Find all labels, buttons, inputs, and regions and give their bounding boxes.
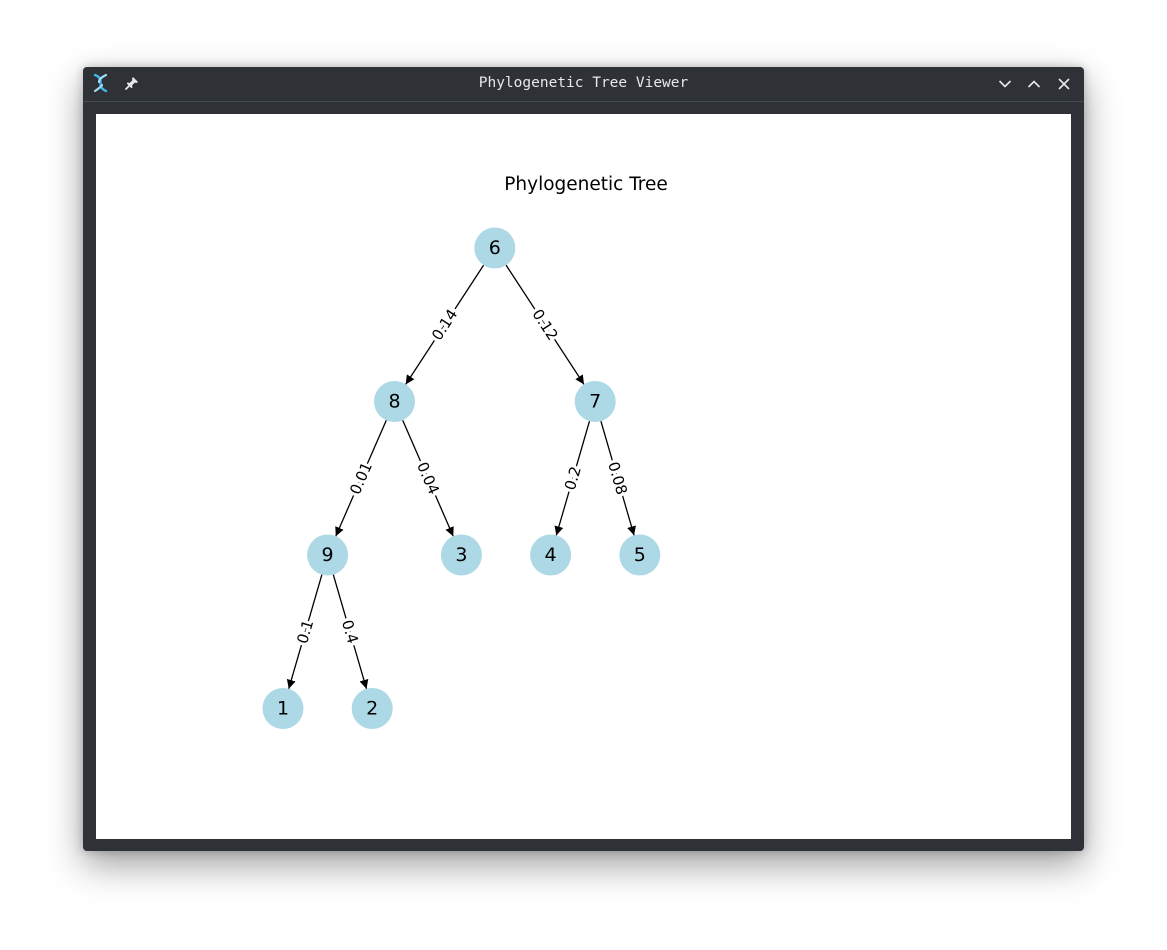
node-label: 7 [589, 391, 601, 413]
tree-node [530, 534, 572, 576]
tree-edge [286, 574, 323, 689]
edge-weight-label: 0.01 [346, 459, 376, 497]
node-label: 2 [366, 698, 378, 720]
dna-icon [90, 72, 112, 94]
pin-icon[interactable] [121, 72, 143, 94]
tree-node [351, 688, 393, 729]
node-label: 9 [322, 544, 334, 566]
chevron-up-icon [1027, 80, 1041, 88]
edge-weight-label: 0.08 [604, 460, 631, 497]
maximize-button[interactable] [1024, 74, 1044, 94]
plot-title: Phylogenetic Tree [504, 174, 668, 195]
tree-edge [332, 574, 369, 689]
node-label: 8 [388, 391, 400, 413]
minimize-button[interactable] [995, 74, 1015, 94]
app-window: Phylogenetic Tree Viewer Phylogenetic [83, 67, 1084, 851]
tree-node [440, 534, 482, 576]
tree-node [262, 688, 304, 729]
edge-weight-label: 0.04 [413, 459, 443, 497]
tree-edge [505, 264, 585, 385]
window-title: Phylogenetic Tree Viewer [478, 75, 689, 91]
node-label: 4 [545, 544, 557, 566]
tree-node [474, 227, 516, 269]
tree-edge [335, 420, 387, 537]
node-label: 5 [634, 544, 646, 566]
tree-edge [600, 421, 636, 536]
edge-weight-label: 0.12 [528, 306, 561, 344]
edge-weight-label: 0.14 [428, 306, 461, 344]
close-icon [1058, 78, 1070, 90]
tree-edge [405, 264, 485, 385]
edge-weight-label: 0.2 [561, 464, 585, 492]
node-label: 6 [489, 237, 501, 259]
edge-weight-label: 0.1 [293, 618, 317, 646]
close-button[interactable] [1054, 74, 1074, 94]
tree-edge [554, 421, 591, 536]
tree-edge [402, 420, 454, 537]
node-label: 3 [455, 544, 467, 566]
chevron-down-icon [998, 80, 1012, 88]
tree-node [374, 381, 415, 422]
edge-weight-label: 0.4 [338, 618, 362, 646]
title-bar-divider [83, 101, 1084, 102]
tree-node [307, 534, 349, 576]
node-label: 1 [277, 698, 289, 720]
tree-node [619, 534, 661, 576]
tree-node [574, 381, 616, 422]
title-bar[interactable]: Phylogenetic Tree Viewer [83, 67, 1084, 101]
